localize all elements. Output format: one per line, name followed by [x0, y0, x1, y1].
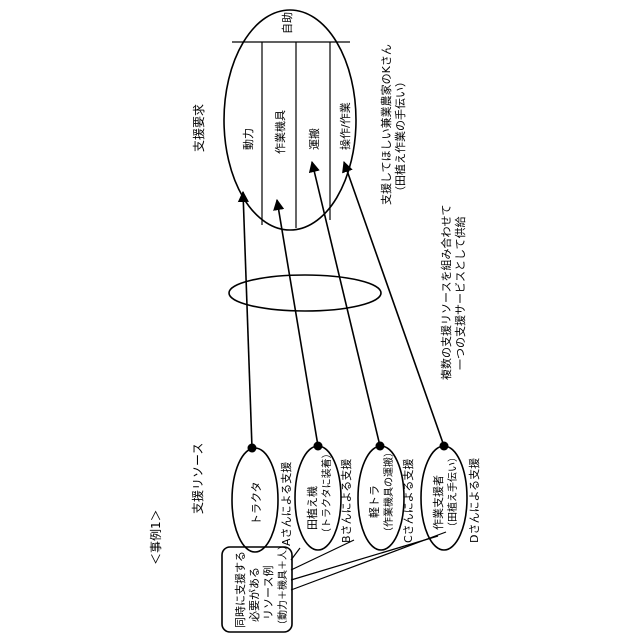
arrow-tractor-to-power	[243, 192, 252, 448]
demand-heading: 支援要求	[192, 104, 206, 152]
combine-ellipse	[229, 275, 381, 311]
note-line4: （動力＋機具＋人）	[276, 540, 289, 630]
resource-worker-name: 作業支援者	[431, 475, 445, 530]
resource-tractor-dot	[248, 444, 257, 453]
note-connector-b	[291, 540, 354, 570]
resource-truck: 軽トラ （作業機具の運搬） Cさんによる支援	[358, 442, 415, 551]
arrow-planter-to-equipment	[277, 200, 318, 446]
combine-caption-line2: 一つの支援サービスとして供給	[453, 216, 467, 370]
demand-item-power: 動力	[241, 128, 255, 150]
resource-arrows	[243, 162, 444, 448]
note-connector-c	[291, 536, 438, 580]
resource-planter-name: 田植え機	[305, 486, 319, 530]
resource-worker-provider: Dさんによる支援	[467, 458, 481, 543]
arrow-truck-to-transport	[312, 162, 380, 446]
resource-tractor-name: トラクタ	[250, 481, 263, 525]
simultaneous-resource-note: 同時に支援する 必要がある リソース例 （動力＋機具＋人）	[222, 540, 292, 632]
case-title: ＜事例1＞	[149, 509, 163, 565]
resource-planter-sub: （トラクタに装着）	[320, 448, 333, 538]
resource-planter: 田植え機 （トラクタに装着） Bさんによる支援	[295, 442, 353, 551]
resource-truck-name: 軽トラ	[368, 485, 381, 518]
combine-caption-line1: 複数の支援リソースを組み合わせて	[439, 205, 453, 380]
resource-worker: 作業支援者 （田植え手伝い） Dさんによる支援	[421, 442, 481, 551]
resources-heading: 支援リソース	[191, 443, 205, 514]
resource-truck-ellipse	[358, 446, 404, 550]
note-line1: 同時に支援する	[233, 551, 247, 628]
resource-worker-dot	[440, 442, 449, 451]
demand-item-transport: 運搬	[307, 128, 321, 150]
demand-item-operation: 操作/作業	[338, 102, 352, 150]
resource-worker-sub: （田植え手伝い）	[446, 452, 459, 532]
arrow-worker-to-operation	[344, 162, 444, 446]
self-help-label: 自助	[280, 12, 294, 34]
resource-truck-sub: （作業機具の運搬）	[382, 447, 395, 537]
demand-item-equipment: 作業機具	[273, 110, 287, 154]
resource-planter-provider: Bさんによる支援	[339, 459, 353, 543]
resource-truck-provider: Cさんによる支援	[401, 459, 415, 543]
note-line3: リソース例	[261, 566, 275, 620]
resource-tractor: トラクタ Aさんによる支援	[232, 444, 293, 553]
demand-caption-line1: 支援してほしい兼業農家のKさん	[379, 44, 393, 205]
demand-caption-line2: （田植え作業の手伝い）	[393, 76, 407, 197]
note-line2: 必要がある	[247, 567, 261, 622]
resource-tractor-provider: Aさんによる支援	[279, 462, 293, 546]
